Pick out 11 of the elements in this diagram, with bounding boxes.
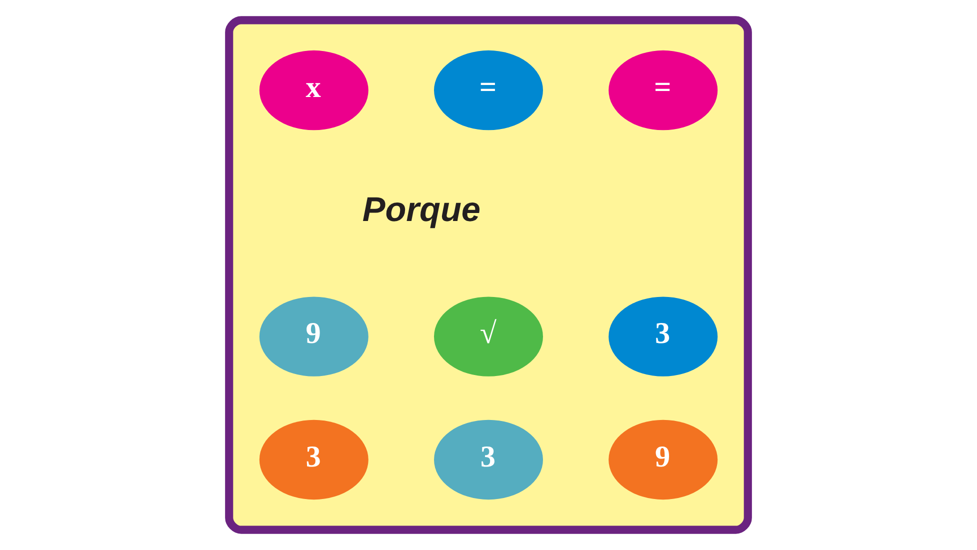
- node-ellipse: x: [259, 50, 368, 130]
- node-ellipse: =: [434, 50, 543, 130]
- node-ellipse: 9: [259, 296, 368, 376]
- node-ellipse: 9: [608, 420, 718, 500]
- node-ellipse: =: [608, 50, 718, 130]
- cluster: [225, 16, 752, 534]
- node-ellipse: 3: [434, 420, 543, 500]
- label: Porque: [362, 191, 480, 230]
- node-ellipse: 3: [259, 420, 368, 500]
- node-ellipse: √: [434, 296, 543, 376]
- node-ellipse: 3: [608, 296, 718, 376]
